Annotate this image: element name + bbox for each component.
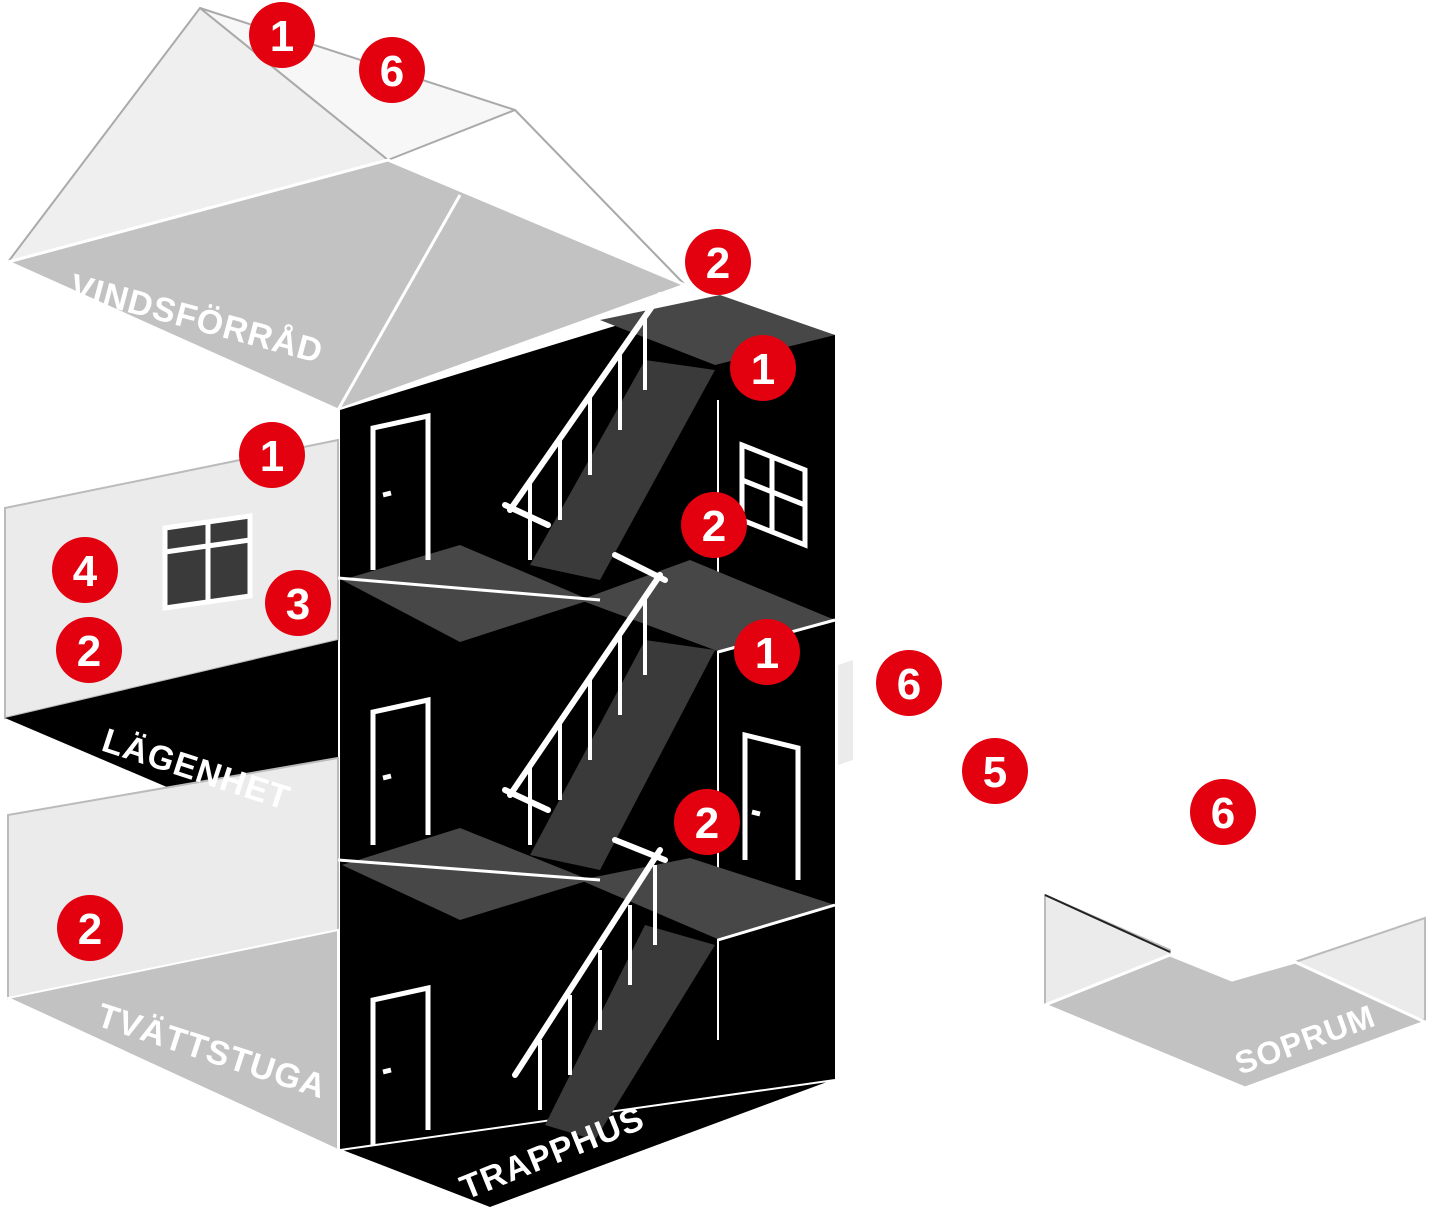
railings xyxy=(502,292,668,1078)
stairs-middle xyxy=(530,640,715,870)
exterior-wall-sliver xyxy=(838,660,853,765)
garbage-room-floor xyxy=(1041,953,1429,1090)
apartment-window xyxy=(162,513,253,611)
svg-text:2: 2 xyxy=(77,627,101,676)
marker-badge: 2 xyxy=(56,617,122,683)
marker-badge: 3 xyxy=(265,570,331,636)
svg-text:1: 1 xyxy=(260,432,284,481)
garbage-room-section xyxy=(1041,893,1429,1090)
attic-floor xyxy=(3,158,690,412)
laundry-section xyxy=(4,756,339,1152)
landing-2-left xyxy=(342,545,590,642)
marker-badge: 2 xyxy=(674,789,740,855)
marker-badge: 2 xyxy=(681,492,747,558)
marker-badge: 1 xyxy=(734,619,800,685)
marker-badge: 5 xyxy=(962,738,1028,804)
landing-1-left xyxy=(342,828,590,920)
svg-text:1: 1 xyxy=(755,629,779,678)
svg-text:2: 2 xyxy=(78,905,102,954)
stairwell-section xyxy=(336,292,836,1210)
marker-badge: 2 xyxy=(57,895,123,961)
marker-badge: 2 xyxy=(685,229,751,295)
marker-badge: 1 xyxy=(249,2,315,68)
svg-text:2: 2 xyxy=(695,799,719,848)
marker-badge: 6 xyxy=(876,650,942,716)
svg-text:2: 2 xyxy=(706,239,730,288)
stairwell-window xyxy=(739,441,808,549)
marker-badge: 6 xyxy=(359,37,425,103)
hazard-markers: 1 6 2 1 2 1 4 3 2 1 2 2 6 5 6 xyxy=(52,2,1256,961)
marker-badge: 1 xyxy=(730,335,796,401)
stairwell-doors xyxy=(370,412,801,1145)
attic-section xyxy=(3,6,690,412)
svg-text:6: 6 xyxy=(897,660,921,709)
svg-text:4: 4 xyxy=(73,547,98,596)
stairs-lower xyxy=(545,925,715,1140)
svg-text:1: 1 xyxy=(751,345,775,394)
laundry-floor xyxy=(4,928,339,1152)
marker-badge: 4 xyxy=(52,537,118,603)
svg-text:2: 2 xyxy=(702,502,726,551)
stairs-upper xyxy=(530,360,715,580)
svg-text:1: 1 xyxy=(270,12,294,61)
svg-text:3: 3 xyxy=(286,580,310,629)
svg-text:6: 6 xyxy=(1211,789,1235,838)
svg-text:5: 5 xyxy=(983,748,1007,797)
marker-badge: 1 xyxy=(239,422,305,488)
svg-text:6: 6 xyxy=(380,47,404,96)
marker-badge: 6 xyxy=(1190,779,1256,845)
railing-posts xyxy=(528,315,657,1110)
